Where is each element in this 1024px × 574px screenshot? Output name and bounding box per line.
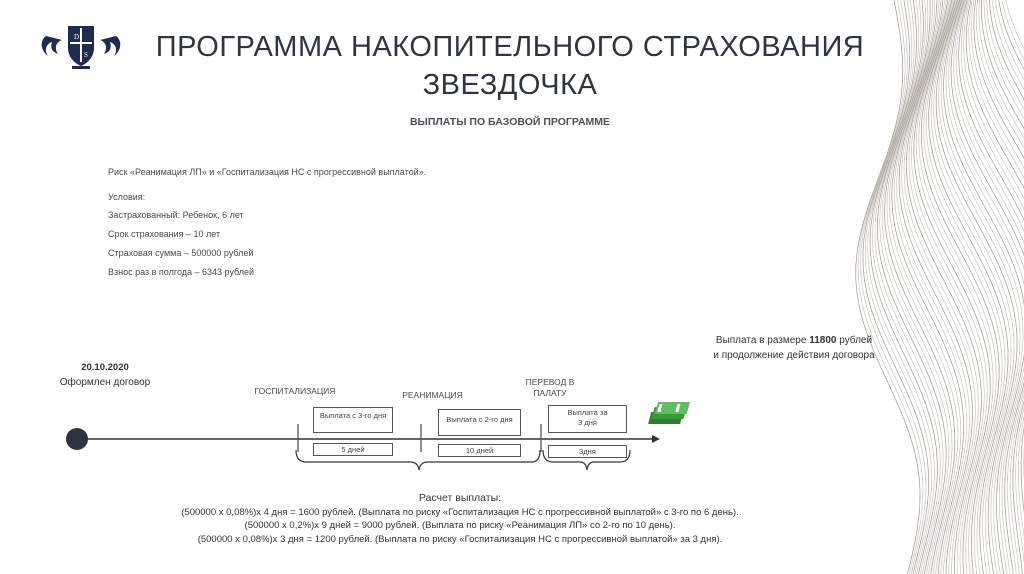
box-transfer-line-2: 3 дня [549,418,626,428]
stage-label-hospitalization: ГОСПИТАЛИЗАЦИЯ [240,386,350,396]
box-reanimation-payout: Выплата с 2-го дня [438,409,521,436]
box-transfer-line-1: Выплата за [549,408,626,418]
box-hospitalization-payout: Выплата с 3-го дня [313,407,393,433]
stage-label-transfer-line-2: ПАЛАТУ [510,388,590,399]
box-reanimation-days: 10 дней [438,444,521,457]
stage-label-reanimation: РЕАНИМАЦИЯ [385,390,480,400]
calculation-line-3: (500000 х 0,08%)х 3 дня = 1200 рублей. (… [130,533,790,547]
stage-label-transfer-line-1: ПЕРЕВОД В [510,377,590,388]
box-transfer-payout: Выплата за 3 дня [548,405,627,433]
stage-label-transfer: ПЕРЕВОД В ПАЛАТУ [510,377,590,399]
calculation-block: Расчет выплаты: (500000 х 0,08%)х 4 дня … [130,492,790,546]
calculation-heading: Расчет выплаты: [130,492,790,506]
calculation-line-1: (500000 х 0,08%)х 4 дня = 1600 рублей. (… [130,506,790,520]
money-stack-icon [648,402,690,424]
calculation-line-2: (500000 х 0,2%)х 9 дней = 9000 рублей. (… [130,519,790,533]
box-transfer-days: 3дня [548,445,627,458]
box-hospitalization-days: 5 дней [313,443,393,456]
timeline-arrow [652,435,660,443]
